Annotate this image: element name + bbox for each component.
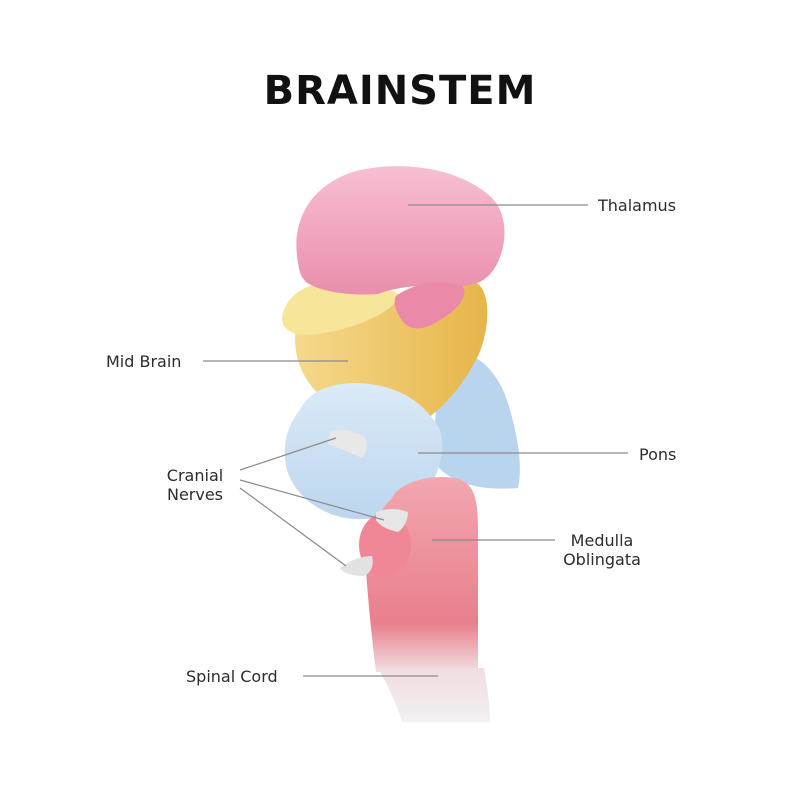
- mid-brain-cap-shape: [282, 281, 400, 335]
- medulla-label-line1: Medulla: [570, 531, 634, 550]
- cranial-nerve-leader-1: [239, 437, 337, 471]
- cranial-nerves-label: Cranial Nerves: [155, 466, 235, 504]
- cranial-nerves-label-line2: Nerves: [166, 485, 224, 504]
- diagram-title: BRAINSTEM: [263, 68, 537, 114]
- medulla-label-line2: Oblingata: [563, 550, 641, 569]
- thalamus-label: Thalamus: [598, 196, 677, 215]
- cranial-nerve-lower-icon: [340, 556, 373, 576]
- pons-label: Pons: [639, 445, 677, 464]
- thalamus-lip-shape: [394, 282, 465, 329]
- cranial-nerves-label-line1: Cranial: [166, 466, 224, 485]
- spinal-cord-label: Spinal Cord: [186, 667, 278, 686]
- mid-brain-label: Mid Brain: [106, 352, 182, 371]
- cranial-nerve-middle-icon: [376, 509, 408, 532]
- cranial-nerve-leader-2: [239, 479, 385, 521]
- spinal-cord-shape: [378, 668, 490, 722]
- cranial-nerve-leader-3: [239, 487, 347, 567]
- thalamus-shape: [296, 166, 505, 295]
- cranial-nerve-upper-icon: [328, 429, 367, 458]
- medulla-label: Medulla Oblingata: [554, 531, 650, 569]
